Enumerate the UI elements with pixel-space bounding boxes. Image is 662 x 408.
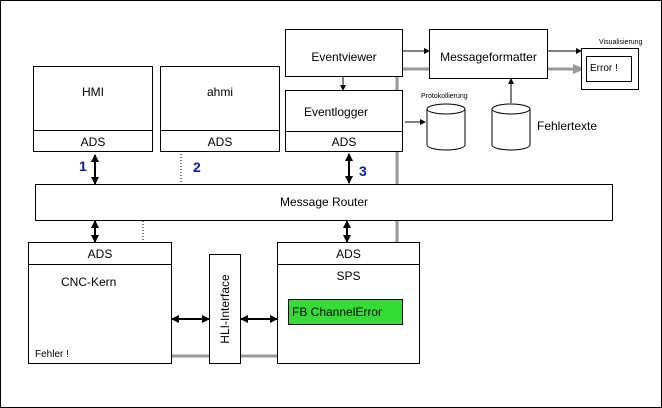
- hmi-box: HMI ADS: [33, 66, 153, 152]
- error-window: Error !: [586, 56, 632, 82]
- cnc-fehler-label: Fehler !: [35, 349, 69, 360]
- sps-ads-label: ADS: [336, 247, 361, 261]
- link-number-2: 2: [193, 159, 201, 175]
- ahmi-divider: [161, 130, 279, 131]
- cnc-divider: [29, 264, 171, 265]
- eventlogger-ads-label: ADS: [331, 135, 357, 149]
- message-router-title: Message Router: [279, 195, 369, 209]
- protokollierung-label: Protokollierung: [421, 93, 468, 100]
- cnc-title: CNC-Kern: [61, 275, 117, 289]
- fehlertexte-label: Fehlertexte: [537, 119, 598, 133]
- cnc-kern-box: ADS CNC-Kern Fehler !: [28, 242, 172, 364]
- sps-divider: [278, 264, 419, 265]
- hli-interface-box: HLI-Interface: [209, 254, 241, 364]
- fb-channelerror-label: FB ChannelError: [292, 305, 383, 319]
- hmi-divider: [34, 130, 152, 131]
- messageformatter-title: Messageformatter: [440, 50, 537, 64]
- messageformatter-box: Messageformatter: [429, 29, 548, 79]
- link-number-3: 3: [359, 163, 367, 179]
- eventlogger-box: Eventlogger ADS: [285, 90, 403, 152]
- hmi-title: HMI: [82, 85, 104, 99]
- visualisierung-label: Visualisierung: [599, 39, 643, 46]
- eventlogger-divider: [286, 131, 402, 132]
- sps-title: SPS: [336, 269, 361, 283]
- fb-channelerror-box: FB ChannelError: [288, 299, 403, 325]
- ahmi-box: ahmi ADS: [160, 66, 280, 152]
- message-router-box: Message Router: [35, 184, 613, 221]
- error-window-text: Error !: [590, 63, 618, 74]
- hli-interface-title: HLI-Interface: [218, 274, 232, 344]
- protokollierung-db-icon: [426, 103, 466, 151]
- ahmi-ads-label: ADS: [207, 135, 233, 149]
- eventviewer-box: Eventviewer: [285, 29, 403, 77]
- ahmi-cnc-dotted-path: [142, 127, 182, 269]
- hmi-ads-label: ADS: [80, 135, 106, 149]
- ahmi-title: ahmi: [206, 85, 233, 99]
- cnc-ads-label: ADS: [87, 247, 113, 261]
- eventlogger-title: Eventlogger: [304, 105, 369, 119]
- fehlertexte-db-icon: [491, 103, 531, 151]
- eventviewer-title: Eventviewer: [311, 50, 377, 64]
- link-number-1: 1: [79, 158, 87, 174]
